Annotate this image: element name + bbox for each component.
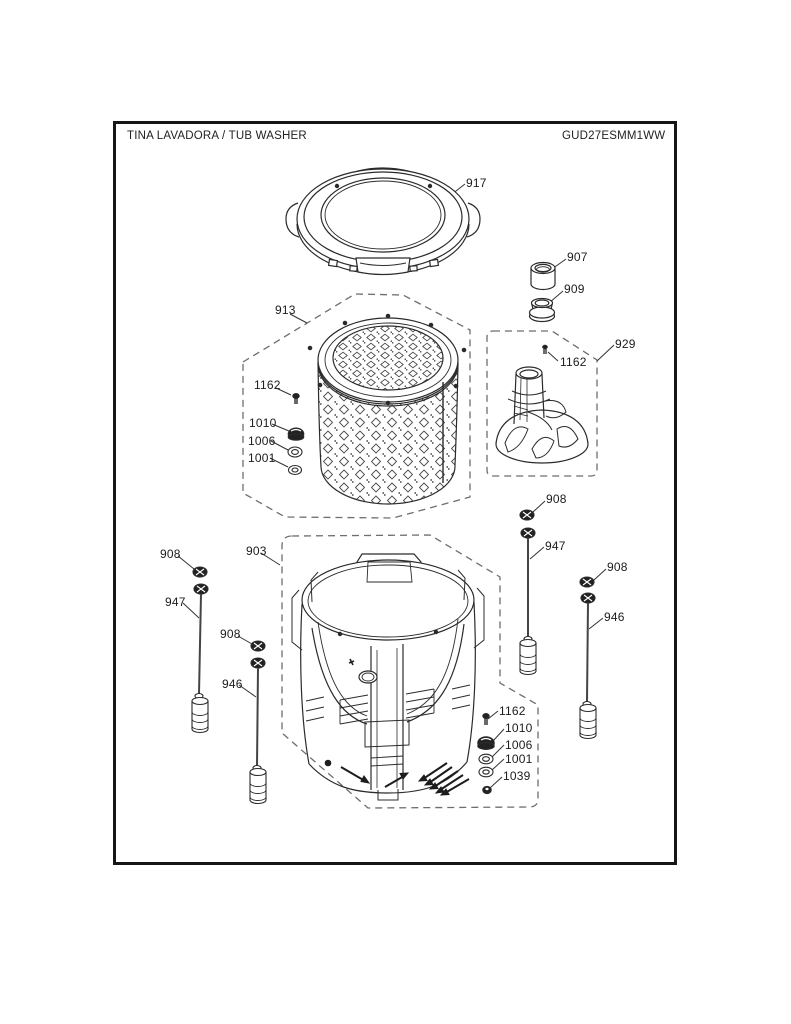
nut-1039: [482, 785, 492, 795]
diagram-title: TINA LAVADORA / TUB WASHER: [127, 130, 307, 142]
callout-909: 909: [564, 282, 585, 296]
callout-908-rod3: 908: [546, 492, 567, 506]
loose-screws: [324, 759, 470, 796]
wash-basket-913: [307, 313, 467, 505]
callout-1006-basket: 1006: [248, 434, 276, 448]
callout-929: 929: [615, 337, 636, 351]
washer-1001-basket: [287, 464, 303, 476]
callout-1010-basket: 1010: [249, 416, 277, 430]
callout-917: 917: [466, 176, 487, 190]
tub-assembly-box: [281, 534, 539, 809]
bearing-909: [528, 297, 556, 323]
spacer-907: [530, 261, 556, 291]
basket-assembly-box: [242, 293, 471, 519]
callout-947-left: 947: [165, 595, 186, 609]
callout-1001-basket: 1001: [248, 451, 276, 465]
suspension-rod-946-middle: [249, 640, 267, 805]
screw-1162-basket: [292, 393, 300, 404]
callout-908-rod4: 908: [607, 560, 628, 574]
screw-1162-agitator: [542, 344, 548, 354]
callout-1162-agitator: 1162: [560, 355, 587, 369]
screw-1162-tub: [482, 713, 490, 725]
cap-1010-tub: [477, 736, 495, 750]
callout-1162-basket: 1162: [254, 378, 281, 392]
callout-947-right: 947: [545, 539, 566, 553]
washer-1006-basket: [287, 446, 303, 458]
suspension-rod-947-left: [191, 566, 209, 734]
callout-1039: 1039: [503, 769, 531, 783]
basket-hardware-stack: [287, 393, 305, 476]
tub-hardware-stack: [477, 713, 495, 795]
suspension-rod-946-right: [579, 576, 597, 740]
suspension-rod-947-right: [519, 509, 537, 676]
callout-908-rod2: 908: [220, 627, 241, 641]
outer-tub-903: [291, 553, 485, 801]
tub-ring-917: [285, 167, 481, 276]
callout-908-rod1: 908: [160, 547, 181, 561]
callout-1162-tub: 1162: [499, 704, 526, 718]
agitator-929: [495, 366, 589, 464]
cap-1010-basket: [287, 427, 305, 441]
callout-913: 913: [275, 303, 296, 317]
washer-1001-tub: [478, 766, 494, 778]
washer-1006-tub: [478, 753, 494, 765]
callout-903: 903: [246, 544, 267, 558]
callout-946-right: 946: [604, 610, 625, 624]
model-number: GUD27ESMM1WW: [562, 130, 666, 142]
callout-1010-tub: 1010: [505, 721, 533, 735]
callout-1006-tub: 1006: [505, 738, 533, 752]
callout-1001-tub: 1001: [505, 752, 533, 766]
callout-907: 907: [567, 250, 588, 264]
callout-946-middle: 946: [222, 677, 243, 691]
